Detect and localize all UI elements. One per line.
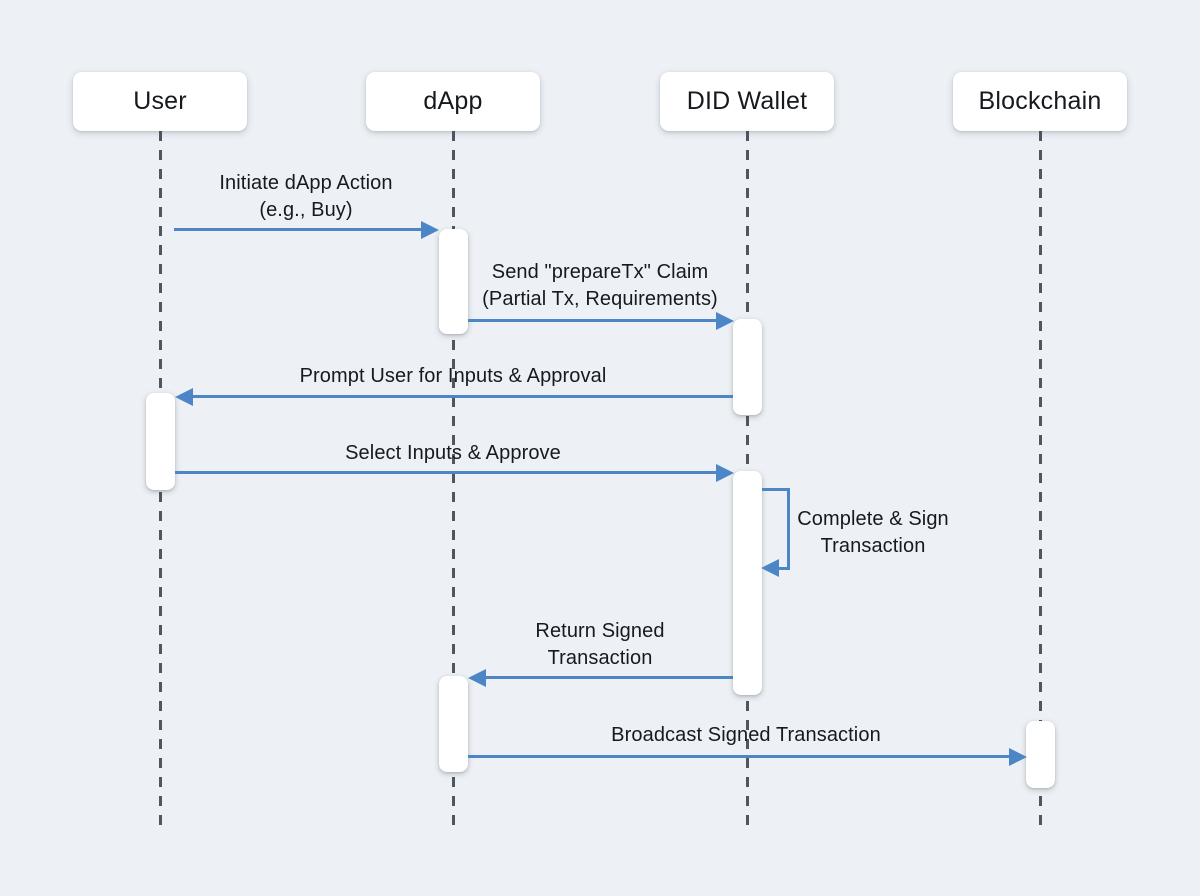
self-message-vertical-line (786, 487, 790, 570)
message-line (191, 394, 733, 398)
arrowhead-right-icon (715, 463, 734, 482)
actor-label-blockchain: Blockchain (978, 87, 1102, 115)
message-line (468, 754, 1009, 758)
arrowhead-right-icon (421, 220, 439, 239)
arrowhead-right-icon (715, 311, 734, 330)
lifeline-blockchain (1038, 131, 1042, 828)
arrowhead-left-icon (760, 559, 779, 577)
self-message-bottom-line (778, 566, 790, 570)
message-line (468, 318, 717, 322)
actor-label-user: User (133, 87, 187, 115)
message-label: Select Inputs & Approve (345, 442, 561, 464)
self-message-top-line (761, 487, 790, 491)
actor-label-did-wallet: DID Wallet (686, 87, 808, 115)
arrowhead-left-icon (467, 668, 486, 687)
activation-bar-did-wallet-1 (732, 319, 762, 415)
message-label: Prompt User for Inputs & Approval (299, 365, 607, 387)
arrowhead-right-icon (1008, 747, 1027, 766)
activation-bar-user-1 (145, 393, 175, 490)
activation-bar-dapp-2 (438, 676, 468, 772)
actor-box-blockchain: Blockchain (953, 72, 1127, 131)
message-line (484, 675, 733, 679)
activation-bar-dapp-1 (438, 229, 468, 334)
message-label: Send "prepareTx" Claim (Partial Tx, Requ… (482, 261, 718, 310)
message-label: Initiate dApp Action (e.g., Buy) (219, 172, 393, 221)
actor-box-did-wallet: DID Wallet (660, 72, 834, 131)
message-line (174, 227, 422, 231)
arrowhead-left-icon (174, 387, 193, 406)
message-label: Broadcast Signed Transaction (611, 724, 881, 746)
message-label: Return Signed Transaction (535, 620, 665, 669)
actor-box-user: User (73, 72, 247, 131)
activation-bar-blockchain-1 (1025, 721, 1055, 788)
activation-bar-did-wallet-2 (732, 471, 762, 695)
lifeline-dapp (451, 131, 455, 828)
message-line (175, 470, 716, 474)
actor-box-dapp: dApp (366, 72, 540, 131)
actor-label-dapp: dApp (423, 87, 483, 115)
message-label: Complete & Sign Transaction (797, 508, 949, 557)
